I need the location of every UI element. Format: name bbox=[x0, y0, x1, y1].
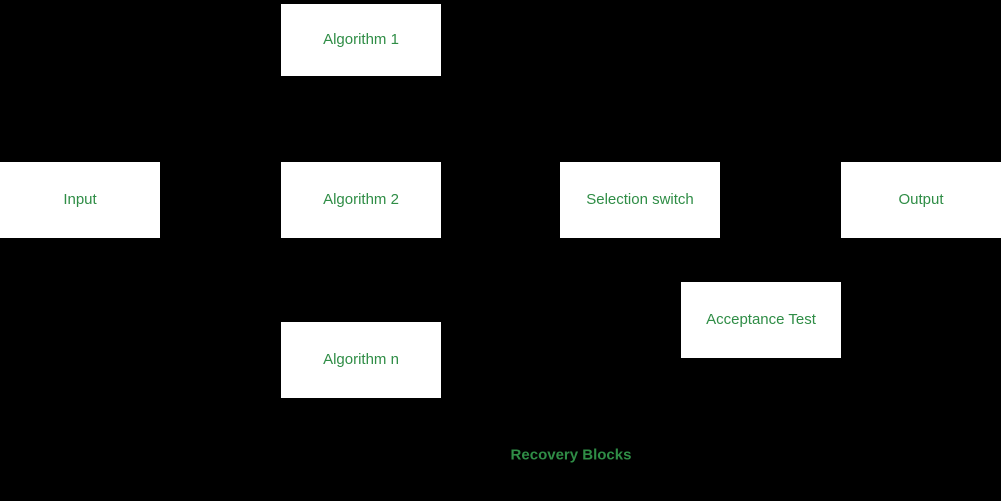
node-algorithm-2: Algorithm 2 bbox=[281, 162, 441, 238]
node-input-label: Input bbox=[63, 191, 97, 208]
node-algorithm-n-label: Algorithm n bbox=[323, 351, 399, 368]
node-selection-switch-label: Selection switch bbox=[586, 191, 694, 208]
node-algorithm-n: Algorithm n bbox=[281, 322, 441, 398]
node-algorithm-1: Algorithm 1 bbox=[281, 4, 441, 76]
node-selection-switch: Selection switch bbox=[560, 162, 720, 238]
node-output-label: Output bbox=[898, 191, 944, 208]
node-algorithm-2-label: Algorithm 2 bbox=[323, 191, 399, 208]
node-algorithm-1-label: Algorithm 1 bbox=[323, 31, 399, 48]
node-acceptance-test-label: Acceptance Test bbox=[706, 311, 816, 328]
diagram-caption: Recovery Blocks bbox=[510, 446, 632, 464]
node-input: Input bbox=[0, 162, 160, 238]
node-acceptance-test: Acceptance Test bbox=[681, 282, 841, 358]
node-output: Output bbox=[841, 162, 1001, 238]
